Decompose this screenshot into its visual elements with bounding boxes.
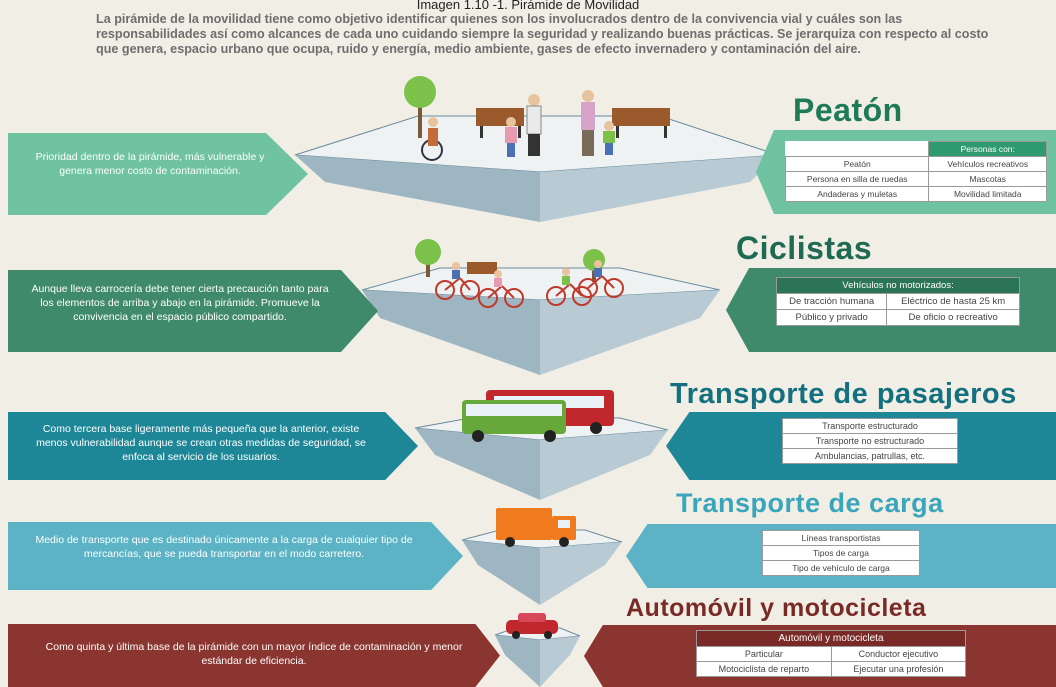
table-cell: Persona en silla de ruedas (784, 171, 930, 187)
table-cell: Peatón (784, 156, 930, 172)
level-2-description-panel (8, 270, 378, 352)
level-2-title: Ciclistas (736, 230, 873, 266)
table-cell: Transporte no estructurado (782, 433, 958, 449)
level-1-table-header: Personas con: (928, 141, 1047, 157)
pyramid-level-2-side-left (362, 290, 540, 375)
table-cell: Ambulancias, patrullas, etc. (782, 448, 958, 464)
table-cell: Líneas transportistas (762, 530, 920, 546)
level-5-title: Automóvil y motocicleta (626, 594, 927, 622)
figure-caption: Imagen 1.10 -1. Pirámide de Movilidad (416, 0, 640, 12)
pyramid-level-2-side-right (540, 290, 720, 375)
table-cell: Movilidad limitada (928, 186, 1047, 202)
level-4-title: Transporte de carga (676, 488, 944, 518)
table-cell: Público y privado (775, 309, 888, 326)
level-4-table: Líneas transportistas Tipos de carga Tip… (762, 530, 920, 576)
table-cell: De tracción humana (775, 293, 888, 310)
level-1-description: Prioridad dentro de la pirámide, más vul… (35, 151, 265, 177)
intro-paragraph: La pirámide de la movilidad tiene como o… (96, 12, 989, 56)
level-3-description: Como tercera base ligeramente más pequeñ… (36, 423, 366, 463)
pyramid-level-4-side-left (462, 540, 540, 605)
pyramid-level-1-side-left (295, 155, 540, 222)
table-cell: Tipo de vehículo de carga (762, 560, 920, 576)
pyramid-level-4-side-right (540, 542, 622, 605)
level-1-description-panel (8, 133, 308, 215)
pyramid-level-5-side-left (495, 635, 540, 687)
level-5-description: Como quinta y última base de la pirámide… (45, 641, 463, 667)
table-cell: Conductor ejecutivo (830, 646, 967, 662)
pyramid-level-1-side-right (540, 155, 778, 222)
table-cell: Particular (696, 646, 832, 662)
level-4-description-panel (8, 522, 463, 590)
table-cell: Tipos de carga (762, 545, 920, 561)
level-3-table: Transporte estructurado Transporte no es… (782, 418, 958, 464)
table-cell: Eléctrico de hasta 25 km (886, 293, 1020, 310)
table-cell: Mascotas (928, 171, 1047, 187)
level-2-description: Aunque lleva carrocería debe tener ciert… (31, 283, 329, 323)
table-cell: Vehículos recreativos (928, 156, 1047, 172)
table-cell: Ejecutar una profesión (830, 661, 967, 677)
level-3-description-panel (8, 412, 418, 480)
level-3-title: Transporte de pasajeros (670, 378, 1017, 410)
table-cell: Motociclista de reparto (696, 661, 832, 677)
level-5-table-header: Automóvil y motocicleta (696, 630, 966, 647)
table-cell: De oficio o recreativo (886, 309, 1020, 326)
level-1-title: Peatón (793, 92, 903, 128)
table-cell: Transporte estructurado (782, 418, 958, 434)
level-2-table-header: Vehículos no motorizados: (776, 277, 1020, 294)
table-cell: Andaderas y muletas (784, 186, 930, 202)
level-4-description: Medio de transporte que es destinado úni… (35, 534, 413, 560)
level-5-description-panel (8, 624, 500, 687)
level-2-table: Vehículos no motorizados: De tracción hu… (775, 277, 1020, 326)
pyramid-level-3-side-right (540, 430, 668, 500)
pyramid-level-5-side-right (540, 636, 580, 687)
pyramid-level-3-side-left (415, 428, 540, 500)
